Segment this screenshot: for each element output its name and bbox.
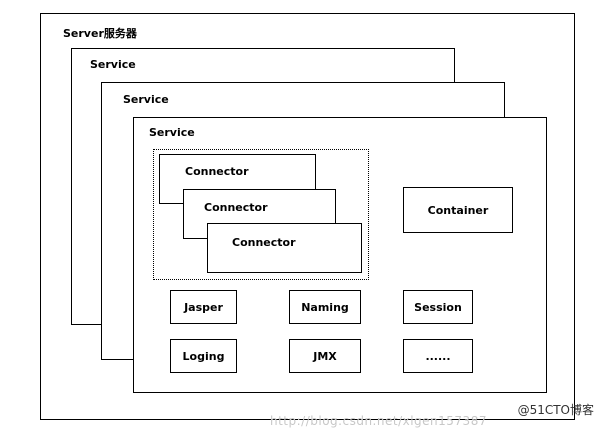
service-title-2: Service bbox=[123, 93, 169, 106]
component-jasper: Jasper bbox=[170, 290, 237, 324]
server-title: Server服务器 bbox=[63, 27, 137, 40]
component-jmx: JMX bbox=[289, 339, 361, 373]
connector-group bbox=[153, 149, 369, 280]
service-title-1: Service bbox=[90, 58, 136, 71]
connector-label-2: Connector bbox=[204, 201, 268, 214]
component-session: Session bbox=[403, 290, 473, 324]
connector-label-3: Connector bbox=[232, 236, 296, 249]
component-naming: Naming bbox=[289, 290, 361, 324]
watermark-brand: @51CTO博客 bbox=[517, 403, 594, 417]
watermark-url: http://blog.csdn.net/xlgen157387 bbox=[270, 414, 487, 428]
connector-box-3: Connector bbox=[207, 223, 362, 273]
component-ellipsis: ...... bbox=[403, 339, 473, 373]
connector-label-1: Connector bbox=[185, 165, 249, 178]
service-title-3: Service bbox=[149, 126, 195, 139]
component-loging: Loging bbox=[170, 339, 237, 373]
container-box: Container bbox=[403, 187, 513, 233]
